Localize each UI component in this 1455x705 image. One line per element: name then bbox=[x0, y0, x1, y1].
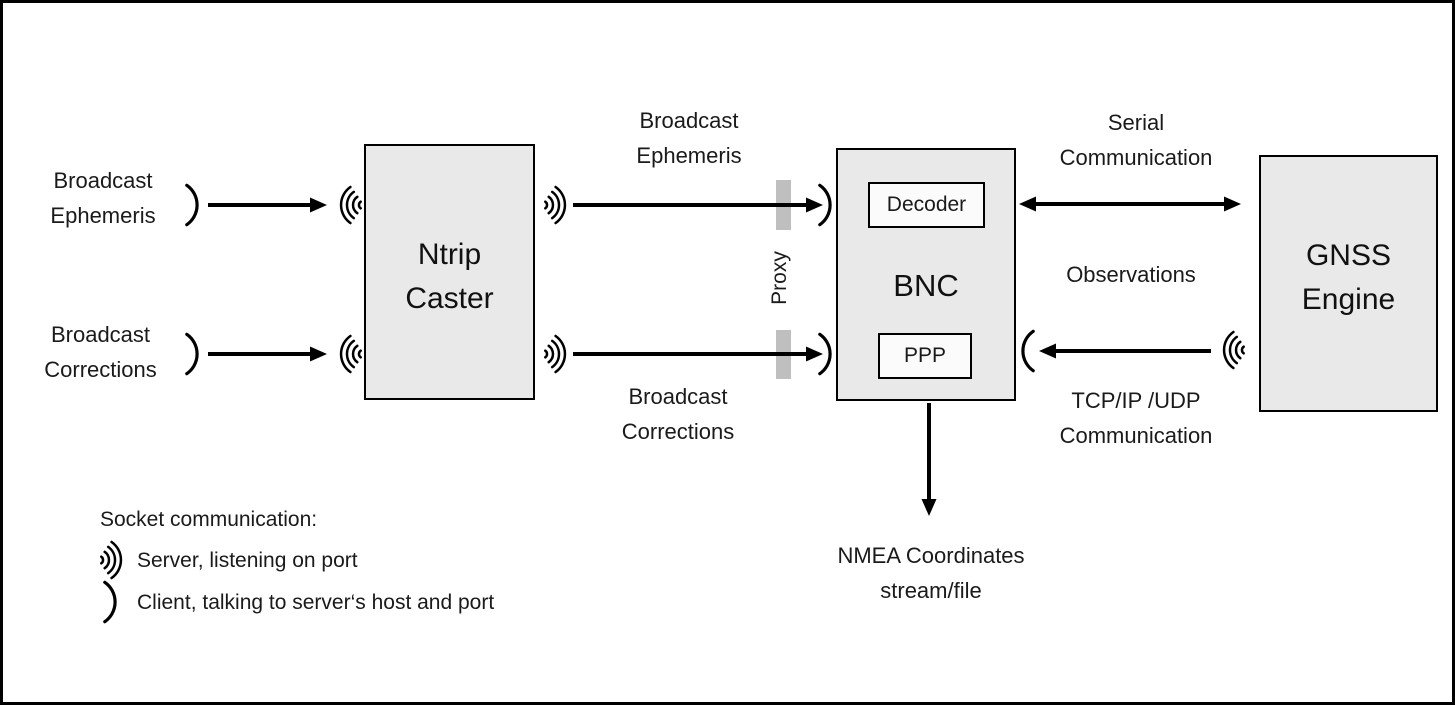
legend-client-label: Client, talking to server‘s host and por… bbox=[137, 591, 495, 614]
arrow-gnss-to-bnc-observations bbox=[1039, 343, 1211, 359]
bnc-label: BNC bbox=[893, 268, 959, 303]
proxy-bar-bottom bbox=[776, 330, 791, 379]
legend-title: Socket communication: bbox=[100, 508, 318, 531]
label-line: Corrections bbox=[621, 419, 735, 444]
arrow-corrections-to-caster bbox=[208, 346, 327, 362]
label-line: Broadcast bbox=[628, 384, 728, 409]
label-tcpip-udp-communication: TCP/IP /UDP Communication bbox=[1026, 383, 1246, 453]
proxy-label: Proxy bbox=[768, 251, 791, 305]
server-socket-icon bbox=[1222, 330, 1245, 370]
ntrip-caster-box: Ntrip Caster bbox=[364, 144, 535, 400]
label-line: Communication bbox=[1059, 145, 1213, 170]
server-socket-icon bbox=[339, 185, 362, 225]
label-broadcast-corrections-left: Broadcast Corrections bbox=[3, 317, 198, 387]
client-socket-icon bbox=[818, 183, 832, 227]
label-broadcast-ephemeris-mid: Broadcast Ephemeris bbox=[589, 103, 789, 173]
gnss-engine-label-line1: GNSS bbox=[1305, 239, 1391, 272]
client-socket-icon bbox=[1021, 329, 1035, 373]
arrow-bnc-to-nmea bbox=[921, 403, 937, 516]
ppp-box: PPP bbox=[878, 333, 972, 379]
ppp-label: PPP bbox=[903, 344, 947, 367]
label-line: Broadcast bbox=[639, 108, 739, 133]
server-socket-icon bbox=[544, 185, 567, 225]
arrow-ephemeris-to-caster bbox=[208, 197, 327, 213]
label-line: Ephemeris bbox=[50, 203, 156, 228]
gnss-engine-label: GNSS Engine bbox=[1302, 234, 1395, 322]
label-line: Corrections bbox=[44, 357, 157, 382]
label-line: Broadcast bbox=[50, 322, 151, 347]
decoder-box: Decoder bbox=[868, 182, 985, 228]
label-line: stream/file bbox=[880, 578, 982, 603]
label-nmea-coordinates: NMEA Coordinates stream/file bbox=[801, 538, 1061, 608]
label-broadcast-corrections-mid: Broadcast Corrections bbox=[578, 379, 778, 449]
server-socket-icon bbox=[544, 334, 567, 374]
label-line: Ephemeris bbox=[636, 143, 742, 168]
label-observations: Observations bbox=[1066, 262, 1196, 287]
ntrip-caster-label: Ntrip Caster bbox=[405, 233, 493, 321]
server-socket-icon bbox=[339, 334, 362, 374]
legend-server-label: Server, listening on port bbox=[137, 549, 358, 572]
label-line: TCP/IP /UDP bbox=[1071, 388, 1201, 413]
label-broadcast-ephemeris-left: Broadcast Ephemeris bbox=[3, 163, 203, 233]
bnc-box: Decoder BNC PPP bbox=[836, 148, 1016, 401]
gnss-engine-box: GNSS Engine bbox=[1259, 155, 1438, 412]
label-serial-communication: Serial Communication bbox=[1026, 105, 1246, 175]
label-line: Communication bbox=[1059, 423, 1213, 448]
client-socket-icon bbox=[103, 580, 117, 624]
label-line: NMEA Coordinates bbox=[837, 543, 1025, 568]
ntrip-caster-label-line2: Caster bbox=[405, 282, 494, 315]
label-line: Serial bbox=[1107, 110, 1165, 135]
client-socket-icon bbox=[818, 332, 832, 376]
ntrip-caster-label-line1: Ntrip bbox=[417, 238, 482, 271]
label-line: Broadcast bbox=[53, 168, 153, 193]
server-socket-icon bbox=[100, 540, 123, 580]
gnss-engine-label-line2: Engine bbox=[1301, 283, 1396, 316]
decoder-label: Decoder bbox=[886, 193, 967, 216]
arrow-serial-bidirectional bbox=[1019, 196, 1241, 212]
